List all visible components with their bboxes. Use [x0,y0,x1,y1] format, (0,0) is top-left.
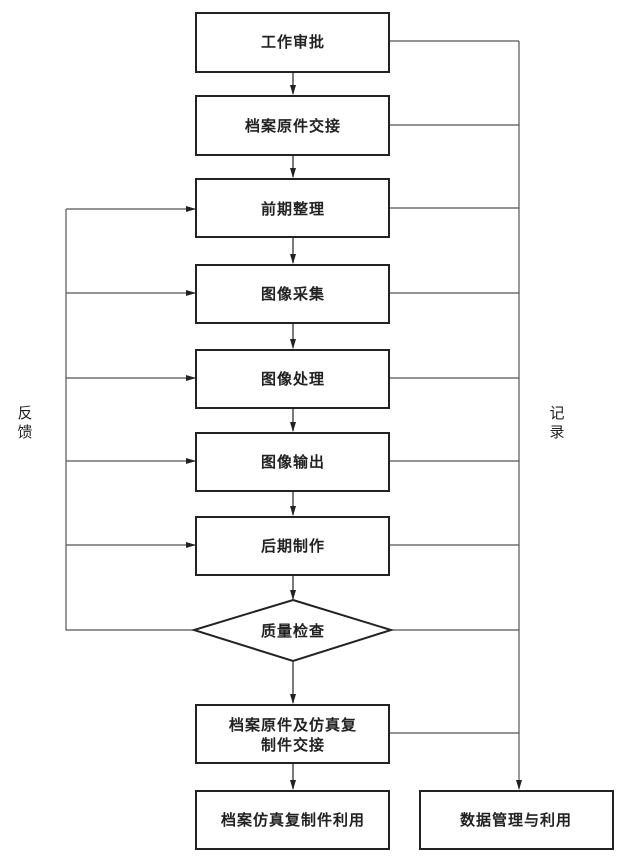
node-data-management: 数据管理与利用 [419,790,614,850]
node-label-line-1: 档案原件及仿真复 [229,716,357,734]
node-label: 后期制作 [261,537,325,555]
node-work-approval: 工作审批 [195,12,390,73]
feedback-main-line [65,209,194,631]
node-label: 工作审批 [261,33,325,51]
node-quality-check: 质量检查 [190,598,395,663]
node-label: 数据管理与利用 [460,811,572,829]
node-label: 图像输出 [261,453,325,471]
node-image-output: 图像输出 [195,432,390,492]
feedback-label: 反 馈 [17,404,32,441]
feedback-label-char-1: 反 [17,404,32,422]
node-label: 图像处理 [261,370,325,388]
feedback-loop [65,206,196,631]
node-label: 档案原件交接 [245,117,341,135]
node-post-production: 后期制作 [195,516,390,576]
node-final-handover: 档案原件及仿真复 制件交接 [195,704,390,764]
node-label: 质量检查 [261,622,325,640]
record-label-char-2: 录 [549,423,564,441]
node-label: 档案仿真复制件利用 [221,811,365,829]
node-image-processing: 图像处理 [195,349,390,409]
nodes: 工作审批 档案原件交接 前期整理 图像采集 图像处理 图像输出 后期制作 质量 [190,12,614,850]
feedback-label-char-2: 馈 [17,423,32,441]
node-image-capture: 图像采集 [195,264,390,324]
node-pre-arrangement: 前期整理 [195,178,390,238]
record-label: 记 录 [549,404,564,441]
record-lines [389,40,522,790]
node-label-line-2: 制件交接 [261,736,325,754]
node-label: 前期整理 [261,200,325,218]
node-original-handover: 档案原件交接 [195,95,390,156]
node-label: 图像采集 [261,285,325,303]
record-label-char-1: 记 [549,404,564,422]
node-replica-use: 档案仿真复制件利用 [195,790,390,850]
